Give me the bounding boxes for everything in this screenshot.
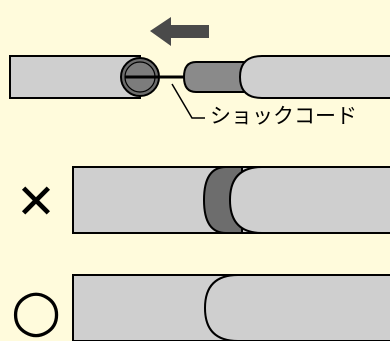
wrong-mark: ✕: [16, 174, 56, 230]
shock-cord-label: ショックコード: [210, 104, 357, 128]
inner-ferrule: [182, 61, 259, 93]
correct-mark: ○: [11, 276, 62, 341]
wrong-example: [72, 166, 390, 234]
top-figure: [9, 17, 390, 119]
left-pole-segment: [9, 55, 141, 99]
correct-example: [72, 274, 390, 341]
arrow-left-icon: [150, 17, 209, 46]
label-leader-line: [171, 83, 205, 119]
correct-right-pole-end: [203, 274, 390, 341]
right-pole-segment: [238, 55, 390, 99]
wrong-right-pole-end: [228, 166, 390, 234]
